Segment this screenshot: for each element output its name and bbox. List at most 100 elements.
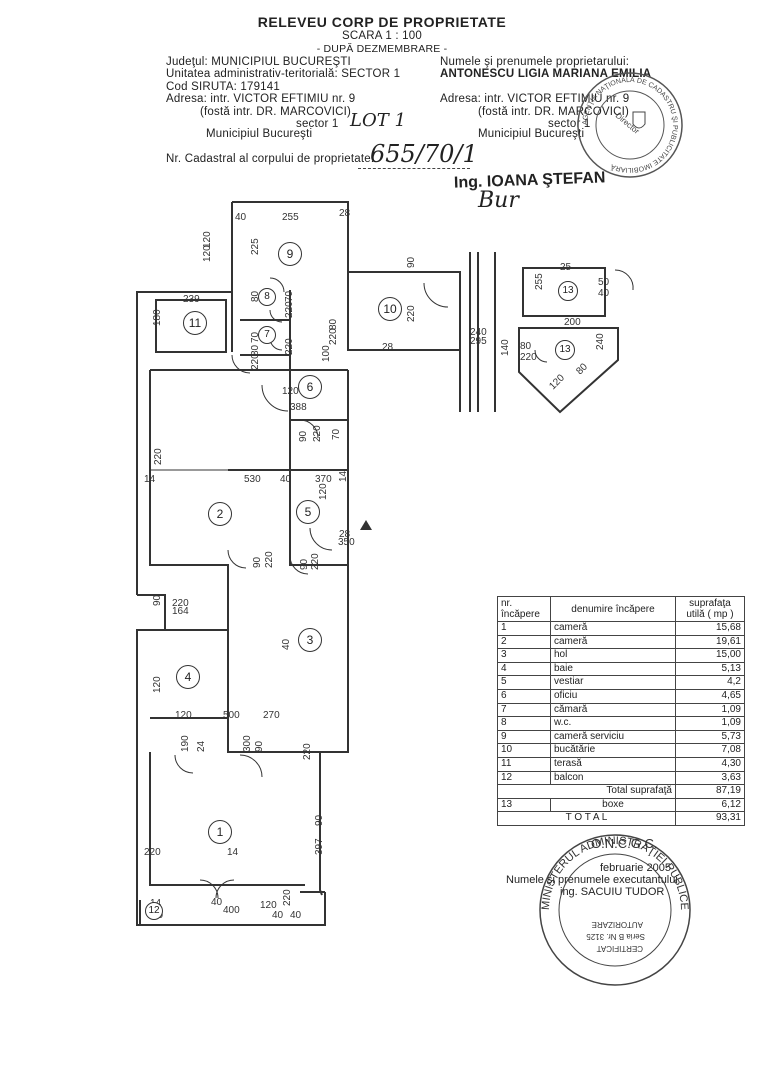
box-name: boxe xyxy=(550,797,676,813)
coat-of-arms-icon xyxy=(632,111,646,129)
room-area-cell: 15,00 xyxy=(675,648,745,663)
room-number-cell: 5 xyxy=(497,675,551,690)
dimension-label: 100 xyxy=(321,345,332,362)
dimension-label: 225 xyxy=(250,238,261,255)
cadastral-label: Nr. Cadastral al corpului de proprietate… xyxy=(166,153,375,165)
room-number-cell: 3 xyxy=(497,648,551,663)
room-number-cell: 4 xyxy=(497,661,551,677)
dimension-label: 388 xyxy=(290,402,307,413)
room-name-cell: vestiar xyxy=(550,675,676,690)
scale-label: SCARA 1 : 100 xyxy=(342,30,422,42)
dimension-label: 220 xyxy=(282,889,293,906)
ministry-line-2: Seria B Nr. 3125 xyxy=(586,932,645,941)
owner-former-address: (fostă intr. DR. MARCOVICI) xyxy=(478,106,630,118)
dimension-label: 220 xyxy=(284,301,295,318)
box-area: 6,12 xyxy=(675,797,745,813)
dimension-label: 40 xyxy=(211,897,223,908)
dimension-label: 14 xyxy=(227,847,239,858)
header-room-name: denumire încăpere xyxy=(550,596,676,622)
dimension-label: 220 xyxy=(328,328,339,345)
dimension-label: 28 xyxy=(382,342,394,353)
owner-sector: sector 1 xyxy=(548,118,591,130)
dimension-label: 40 xyxy=(280,474,292,485)
dimension-label: 14 xyxy=(338,470,349,482)
dimension-label: 120 xyxy=(547,372,567,392)
total-useful-value: 87,19 xyxy=(675,784,745,799)
dimension-label: 220 xyxy=(284,338,295,355)
dimension-label: 28 xyxy=(339,208,351,219)
dimension-label: 70 xyxy=(284,290,295,302)
dimension-label: 120 xyxy=(202,245,213,262)
ministry-seal: MINISTERUL ADMINISTRAŢIEI PUBLICE O.N.C.… xyxy=(539,834,691,986)
room-10-label: 10 xyxy=(378,297,402,321)
grand-total-row: T O T A L 93,31 xyxy=(497,811,745,826)
room-area-cell: 3,63 xyxy=(675,770,745,786)
owner-city: Municipiul Bucureşti xyxy=(478,128,585,140)
owner-address: Adresa: intr. VICTOR EFTIMIU nr. 9 xyxy=(440,93,630,105)
room-area-cell: 4,30 xyxy=(675,756,745,772)
room-name-cell: terasă xyxy=(550,756,676,772)
room-number-cell: 8 xyxy=(497,716,551,731)
area-table-wrapper: nr. încăpere denumire încăpere suprafaţa… xyxy=(497,596,745,826)
room-12-label: 12 xyxy=(145,902,163,920)
grand-total-value: 93,31 xyxy=(675,811,745,826)
room-name-cell: cameră serviciu xyxy=(550,729,676,745)
dimension-label: 90 xyxy=(252,556,263,568)
siruta-line: Cod SIRUTA: 179141 xyxy=(166,81,280,93)
room-name-cell: w.c. xyxy=(550,716,676,731)
room-area-cell: 5,13 xyxy=(675,661,745,677)
box-number: 13 xyxy=(497,797,551,813)
sector-line: sector 1 xyxy=(296,118,339,130)
address-line: Adresa: intr. VICTOR EFTIMIU nr. 9 xyxy=(166,93,356,105)
owner-label: Numele şi prenumele proprietarului: xyxy=(440,56,630,68)
dimension-label: 220 xyxy=(406,305,417,322)
dimension-label: 14 xyxy=(144,474,156,485)
dimension-label: 255 xyxy=(534,273,545,290)
box-row: 13 boxe 6,12 xyxy=(497,797,745,813)
ministry-line-1: AUTORIZARE xyxy=(592,920,643,929)
dimension-label: 40 xyxy=(281,638,292,650)
dimension-label: 120 xyxy=(152,676,163,693)
room-8-label: 8 xyxy=(258,288,276,306)
room-9-label: 9 xyxy=(278,242,302,266)
dimension-label: 90 xyxy=(406,256,417,268)
dimension-label: 80 xyxy=(574,361,590,377)
dimension-label: 397 xyxy=(314,838,325,855)
agency-seal: AGENŢIA NAŢIONALĂ DE CADASTRU ŞI PUBLICI… xyxy=(577,72,683,178)
dimension-label: 164 xyxy=(172,606,189,617)
dimension-label: 80 xyxy=(328,318,339,330)
unit-line: Unitatea administrativ-teritorială: SECT… xyxy=(166,68,401,80)
dimension-label: 90 xyxy=(254,740,265,752)
dimension-label: 80 xyxy=(250,344,261,356)
dimension-label: 24 xyxy=(196,740,207,752)
room-number-cell: 6 xyxy=(497,688,551,704)
room-area-cell: 4,65 xyxy=(675,688,745,704)
lot-handwritten: LOT 1 xyxy=(350,110,406,131)
dimension-label: 80 xyxy=(520,341,532,352)
dimension-label: 240 xyxy=(595,333,606,350)
dimension-label: 120 xyxy=(175,710,192,721)
dimension-label: 220 xyxy=(153,448,164,465)
room-area-cell: 1,09 xyxy=(675,702,745,718)
dimension-label: 220 xyxy=(250,353,261,370)
header-room-number: nr. încăpere xyxy=(497,596,551,622)
room-6-label: 6 xyxy=(298,375,322,399)
area-table-header: nr. încăpere denumire încăpere suprafaţa… xyxy=(497,596,745,622)
room-area-cell: 7,08 xyxy=(675,743,745,758)
room-number-cell: 11 xyxy=(497,756,551,772)
room-5-label: 5 xyxy=(296,500,320,524)
dimension-label: 255 xyxy=(282,212,299,223)
dimension-label: 120 xyxy=(260,900,277,911)
dimension-label: 190 xyxy=(180,735,191,752)
room-name-cell: hol xyxy=(550,648,676,663)
dimension-label: 120 xyxy=(282,386,299,397)
city-line: Municipiul Bucureşti xyxy=(206,128,313,140)
total-useful-row: Total suprafaţă 87,19 xyxy=(497,784,745,799)
document-title: RELEVEU CORP DE PROPRIETATE xyxy=(257,14,507,30)
room-13b-label: 13 xyxy=(555,340,575,360)
dimension-label: 120 xyxy=(318,483,329,500)
